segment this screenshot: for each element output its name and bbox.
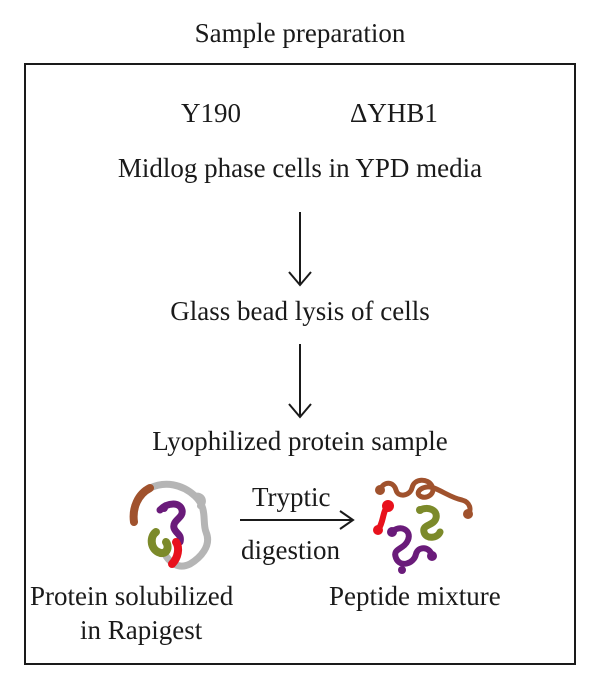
strain-label-yhb1: ΔYHB1 (350, 98, 438, 128)
caption-peptide-mixture: Peptide mixture (329, 581, 501, 611)
step-1-label: Midlog phase cells in YPD media (117, 153, 483, 183)
arrow-label-tryptic: Tryptic (252, 482, 331, 512)
caption-in-rapigest: in Rapigest (80, 615, 203, 645)
arrow-label-digestion: digestion (241, 535, 340, 565)
workflow-frame (24, 63, 576, 665)
down-arrow-2 (288, 344, 312, 419)
right-arrow (240, 510, 355, 530)
peptide-fragments-icon (373, 477, 473, 574)
step-2-label: Glass bead lysis of cells (170, 296, 430, 326)
down-arrow-1 (288, 212, 312, 287)
strain-label-y190: Y190 (181, 98, 241, 128)
caption-protein-solubilized: Protein solubilized (30, 581, 234, 611)
folded-protein-icon (129, 480, 211, 570)
step-3-label: Lyophilized protein sample (152, 426, 448, 456)
diagram-title: Sample preparation (194, 18, 406, 48)
